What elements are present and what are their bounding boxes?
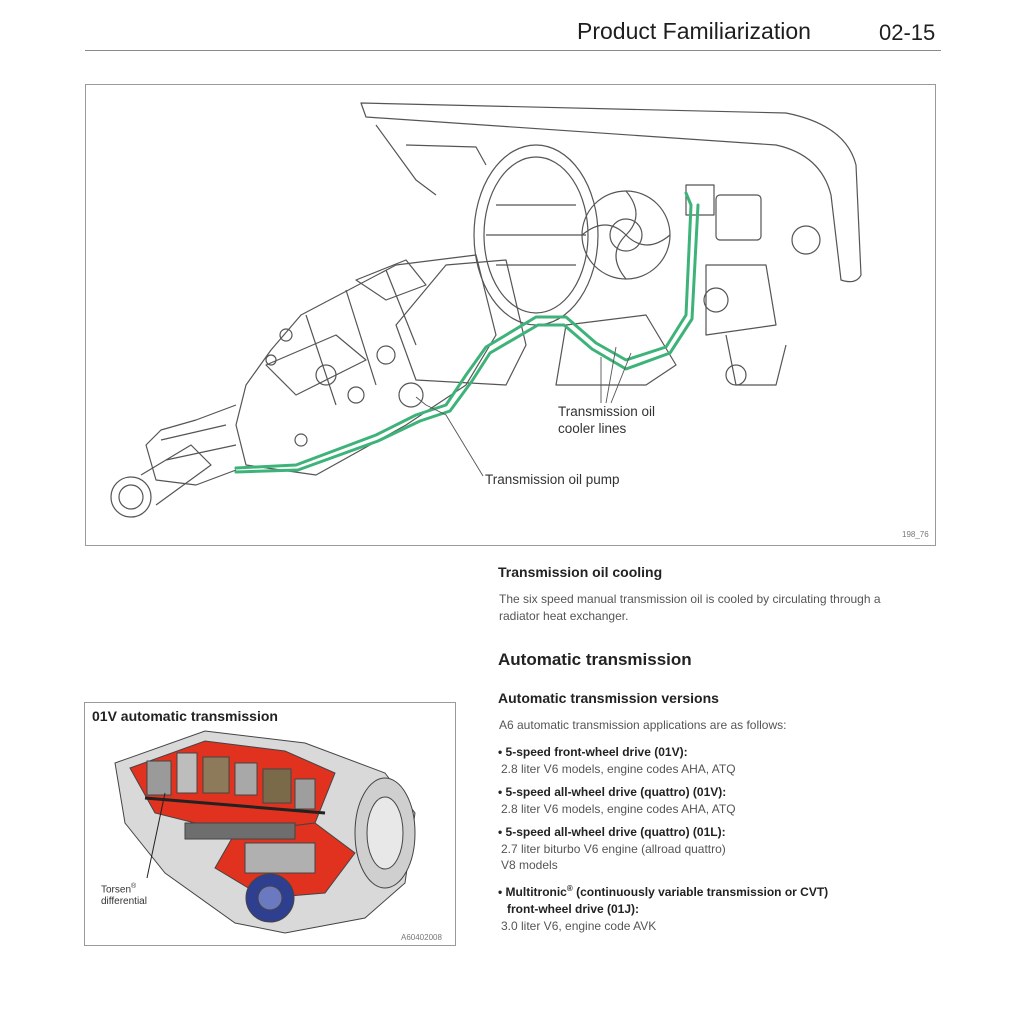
torsen-label-text: Torsen: [101, 884, 132, 896]
transmission-illustration: Transmission oil cooler lines Transmissi…: [85, 84, 936, 546]
list-item-line: 2.8 liter V6 models, engine codes AHA, A…: [501, 802, 736, 816]
automatic-subheading: Automatic transmission versions: [498, 690, 719, 706]
oil-pump-label: Transmission oil pump: [485, 472, 620, 487]
list-item-line: 2.7 liter biturbo V6 engine (allroad qua…: [501, 842, 726, 856]
cooler-lines-label-line1: Transmission oil: [558, 404, 656, 419]
torsen-label-line2: differential: [101, 896, 147, 908]
list-item-heading: • Multitronic® (continuously variable tr…: [498, 880, 938, 901]
figure-id: A60402008: [401, 933, 442, 942]
automatic-intro: A6 automatic transmission applications a…: [499, 718, 787, 732]
page-section-title: Product Familiarization: [577, 18, 811, 44]
list-item-heading-cont: front-wheel drive (01J):: [507, 902, 640, 916]
list-item-line: 2.8 liter V6 models, engine codes AHA, A…: [501, 762, 736, 776]
list-item-heading: • 5-speed front-wheel drive (01V):: [498, 745, 688, 759]
registered-mark: ®: [566, 884, 573, 893]
list-item-heading-part: (continuously variable transmission or C…: [572, 885, 829, 899]
list-item: • Multitronic® (continuously variable tr…: [498, 880, 938, 934]
list-item: • 5-speed all-wheel drive (quattro) (01L…: [498, 824, 938, 873]
list-item-heading: • 5-speed all-wheel drive (quattro) (01V…: [498, 785, 727, 799]
transmission-version-list: • 5-speed front-wheel drive (01V): 2.8 l…: [498, 744, 938, 941]
list-item: • 5-speed front-wheel drive (01V): 2.8 l…: [498, 744, 938, 777]
page-number: 02-15: [879, 20, 936, 45]
torsen-differential-label: Torsen® differential: [101, 881, 147, 908]
cooling-heading: Transmission oil cooling: [498, 564, 663, 580]
cooler-lines-label: Transmission oil cooler lines: [558, 403, 655, 437]
list-item: • 5-speed all-wheel drive (quattro) (01V…: [498, 784, 938, 817]
transmission-line-drawing: [110, 102, 862, 518]
list-item-heading: • 5-speed all-wheel drive (quattro) (01L…: [498, 825, 726, 839]
figure-title: 01V automatic transmission: [92, 708, 278, 724]
list-item-line: 3.0 liter V6, engine code AVK: [501, 919, 657, 933]
cutaway-illustration: [114, 730, 416, 934]
list-item-heading-part: • Multitronic: [498, 885, 567, 899]
list-item-line: V8 models: [501, 858, 558, 872]
cooling-text: The six speed manual transmission oil is…: [499, 592, 881, 623]
torsen-label-line1: Torsen®: [101, 881, 147, 896]
automatic-transmission-figure: 01V automatic transmission: [84, 702, 456, 946]
figure-id: 198_76: [902, 530, 929, 539]
automatic-heading: Automatic transmission: [498, 650, 692, 669]
cooler-lines-label-line2: cooler lines: [558, 421, 627, 436]
registered-mark: ®: [131, 883, 137, 890]
header-divider: [85, 50, 941, 51]
